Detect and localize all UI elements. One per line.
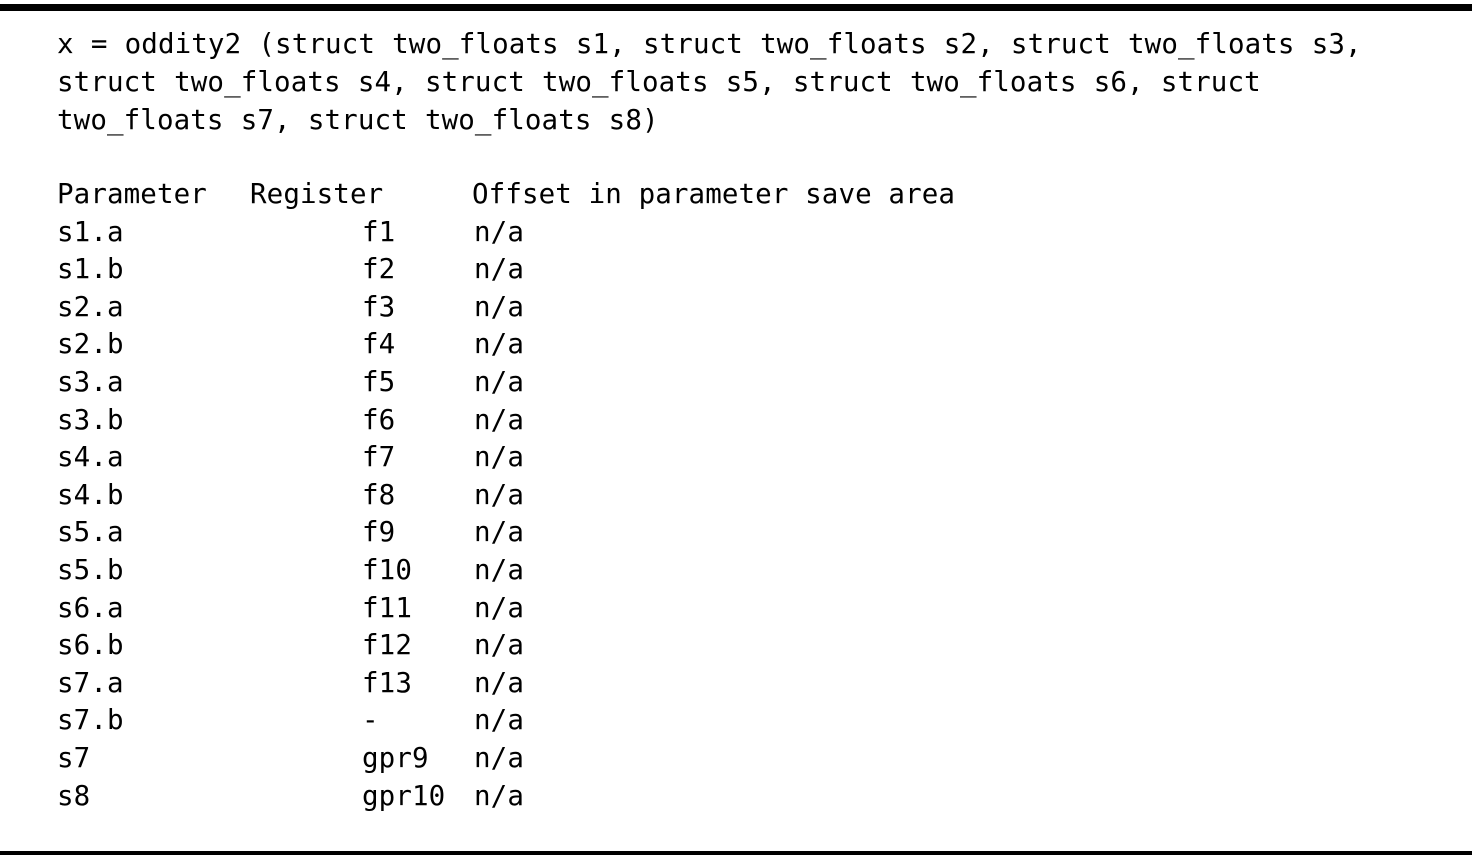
column-header-offset: Offset in parameter save area (472, 178, 956, 210)
cell-offset: n/a (474, 741, 524, 774)
cell-register: f2 (362, 253, 396, 286)
table-row: s1.a f1 n/a (0, 214, 1074, 252)
table-row: s3.a f5 n/a (0, 364, 1074, 402)
cell-register: f1 (362, 215, 396, 248)
cell-register: gpr9 (362, 741, 429, 774)
cell-offset: n/a (474, 290, 524, 323)
cell-parameter: s1.a (57, 215, 124, 248)
spacer (0, 139, 1472, 176)
cell-parameter: s4.a (57, 441, 124, 474)
cell-parameter: s2.b (57, 328, 124, 361)
table-header: Parameter Register Offset in parameter s… (0, 176, 1074, 214)
cell-offset: n/a (474, 629, 524, 662)
table-row: s7 gpr9 n/a (0, 740, 1074, 778)
table-row: s5.a f9 n/a (0, 514, 1074, 552)
cell-register: f8 (362, 478, 396, 511)
cell-register: f12 (362, 629, 412, 662)
cell-offset: n/a (474, 328, 524, 361)
cell-offset: n/a (474, 779, 524, 812)
table-row: s1.b f2 n/a (0, 251, 1074, 289)
cell-parameter: s2.a (57, 290, 124, 323)
cell-register: f5 (362, 365, 396, 398)
function-signature: x = oddity2 (struct two_floats s1, struc… (57, 28, 1362, 136)
cell-parameter: s1.b (57, 253, 124, 286)
cell-parameter: s6.b (57, 629, 124, 662)
table-row: s6.a f11 n/a (0, 590, 1074, 628)
cell-parameter: s3.a (57, 365, 124, 398)
table-row: s4.a f7 n/a (0, 439, 1074, 477)
cell-parameter: s6.a (57, 591, 124, 624)
cell-register: f7 (362, 441, 396, 474)
cell-offset: n/a (474, 253, 524, 286)
cell-register: gpr10 (362, 779, 446, 812)
table-row: s7.a f13 n/a (0, 665, 1074, 703)
cell-offset: n/a (474, 516, 524, 549)
cell-parameter: s7.a (57, 666, 124, 699)
top-rule (0, 4, 1472, 11)
table-row: s2.b f4 n/a (0, 326, 1074, 364)
cell-parameter: s3.b (57, 403, 124, 436)
bottom-rule (0, 851, 1472, 855)
cell-parameter: s7 (57, 741, 91, 774)
cell-parameter: s5.b (57, 553, 124, 586)
table-row: s6.b f12 n/a (0, 627, 1074, 665)
cell-parameter: s8 (57, 779, 91, 812)
cell-register: f13 (362, 666, 412, 699)
cell-offset: n/a (474, 553, 524, 586)
cell-parameter: s7.b (57, 704, 124, 737)
cell-register: f6 (362, 403, 396, 436)
cell-parameter: s4.b (57, 478, 124, 511)
table-row: s5.b f10 n/a (0, 552, 1074, 590)
cell-offset: n/a (474, 215, 524, 248)
cell-register: - (362, 704, 379, 737)
cell-register: f9 (362, 516, 396, 549)
document-content: x = oddity2 (struct two_floats s1, struc… (0, 11, 1472, 851)
column-header-register: Register (250, 178, 384, 210)
table-row: s7.b - n/a (0, 702, 1074, 740)
cell-register: f11 (362, 591, 412, 624)
table-row: s3.b f6 n/a (0, 402, 1074, 440)
cell-offset: n/a (474, 666, 524, 699)
table-row: s8 gpr10 n/a (0, 778, 1074, 816)
parameter-register-table: Parameter Register Offset in parameter s… (0, 176, 1074, 815)
cell-register: f3 (362, 290, 396, 323)
table-header-row: Parameter Register Offset in parameter s… (0, 176, 1074, 214)
cell-register: f10 (362, 553, 412, 586)
table-row: s2.a f3 n/a (0, 289, 1074, 327)
cell-offset: n/a (474, 403, 524, 436)
cell-register: f4 (362, 328, 396, 361)
cell-offset: n/a (474, 441, 524, 474)
column-header-parameter: Parameter (57, 178, 207, 210)
cell-offset: n/a (474, 365, 524, 398)
table-row: s4.b f8 n/a (0, 477, 1074, 515)
cell-offset: n/a (474, 478, 524, 511)
cell-parameter: s5.a (57, 516, 124, 549)
cell-offset: n/a (474, 591, 524, 624)
cell-offset: n/a (474, 704, 524, 737)
